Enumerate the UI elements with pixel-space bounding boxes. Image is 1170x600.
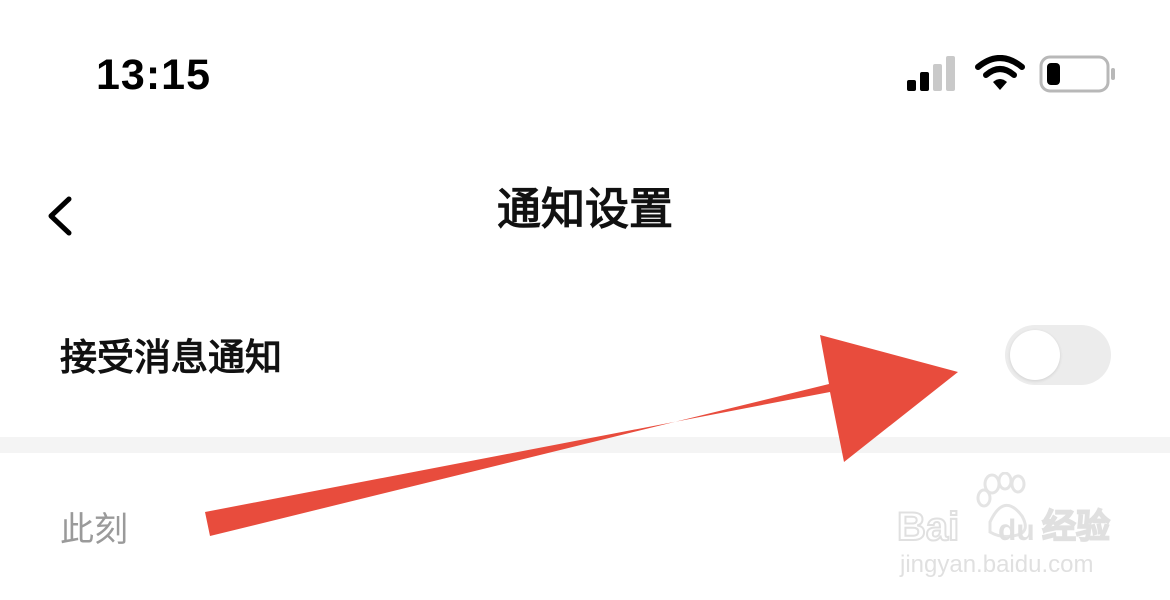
receive-notifications-toggle[interactable] xyxy=(1005,325,1111,385)
svg-text:jingyan.baidu.com: jingyan.baidu.com xyxy=(899,551,1093,578)
status-bar: 13:15 xyxy=(0,0,1170,150)
page-title: 通知设置 xyxy=(497,184,673,235)
cellular-signal-icon xyxy=(905,55,961,92)
section-divider xyxy=(0,437,1170,453)
baidu-paw-logo-icon: Bai du 经验 jingyan.baidu.com xyxy=(896,471,1111,578)
svg-text:du: du xyxy=(998,514,1035,547)
wifi-icon xyxy=(974,55,1026,92)
chevron-left-icon xyxy=(48,196,72,236)
battery-low-icon xyxy=(1039,55,1117,94)
toggle-knob xyxy=(1010,330,1060,380)
svg-text:经验: 经验 xyxy=(1042,507,1110,547)
section-label-now: 此刻 xyxy=(60,510,128,550)
back-button[interactable] xyxy=(30,185,90,245)
baidu-jingyan-watermark: Bai du 经验 jingyan.baidu.com xyxy=(892,471,1122,582)
setting-row-receive-notifications: 接受消息通知 xyxy=(0,300,1170,437)
status-time: 13:15 xyxy=(96,51,211,99)
nav-bar: 通知设置 xyxy=(0,160,1170,270)
svg-text:Bai: Bai xyxy=(897,505,959,549)
receive-notifications-label: 接受消息通知 xyxy=(60,336,282,379)
